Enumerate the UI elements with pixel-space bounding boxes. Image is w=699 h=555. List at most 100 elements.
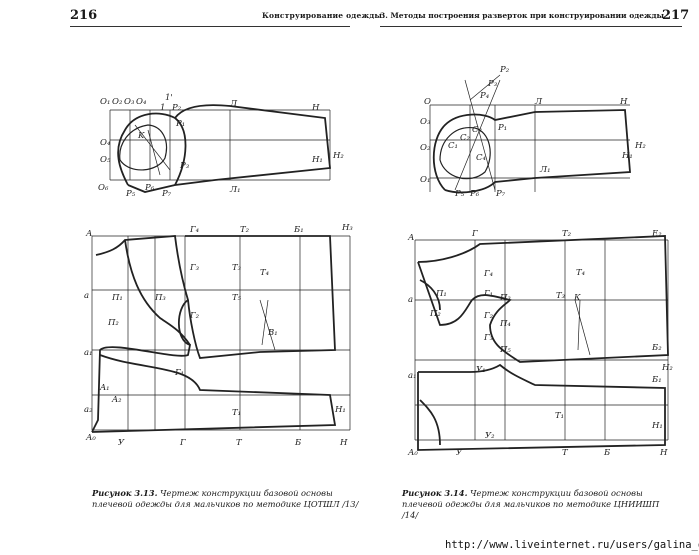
left-caption-label: Рисунок 3.13. [92,488,158,498]
rlbl-t1: Т₁ [555,411,564,421]
rlbl-t: Т [562,448,569,458]
rlbl-n2: Н₂ [634,141,646,151]
lbl-a2-small: a₂ [84,405,93,415]
lbl-o4b: O₄ [100,138,111,148]
rlbl-p2: P₂ [499,65,510,75]
rlbl-g4: Г₄ [483,269,494,279]
lbl-p3: P₃ [179,161,190,171]
rlbl-a0: А₀ [407,448,418,458]
rlbl-g1: Г₁ [483,289,493,299]
rlbl-o1: O₁ [420,175,430,185]
lbl-h2: H₂ [332,151,344,161]
rlbl-o: O [424,97,431,107]
right-page-number: 217 [662,8,690,23]
right-caption-label: Рисунок 3.14. [402,488,468,498]
rlbl-p1: П₁ [435,289,447,299]
right-figure-caption: Рисунок 3.14. Чертеж конструкции базовой… [402,488,672,521]
rlbl-a-small: a [408,295,413,305]
lbl-o3: O₃ [124,97,135,107]
source-url[interactable]: http://www.liveinternet.ru/users/galina_… [445,539,699,551]
rlbl-g3: Г₃ [483,333,494,343]
left-page-number: 216 [70,8,98,23]
rlbl-p1: P₁ [497,123,507,133]
lbl-o6: O₆ [98,183,109,193]
rlbl-p5: P₅ [454,189,465,199]
rlbl-u1: У₁ [476,365,486,375]
lbl-a-small: a [84,291,89,301]
rlbl-g: Г [471,229,478,239]
right-running-title: 3. Методы построения разверток при конст… [380,11,665,20]
lbl-h3: Н₃ [341,223,353,233]
lbl-g: Г [179,438,186,448]
rlbl-p4: П₄ [499,319,511,329]
lbl-l1: Л₁ [229,185,241,195]
rlbl-b2: Б₂ [651,343,662,353]
lbl-p1-body: П₁ [111,293,123,303]
rlbl-n1: Н₁ [621,151,633,161]
lbl-p7: P₇ [161,189,172,199]
rlbl-c4: C₄ [476,153,487,163]
rlbl-l1: Л₁ [539,165,551,175]
rlbl-p7: P₇ [495,189,506,199]
right-body-draft [414,235,669,451]
lbl-t: T [236,438,243,448]
lbl-k: K [137,131,145,141]
rlbl-c2: C₂ [460,133,471,143]
rlbl-b1: Б₁ [651,375,662,385]
lbl-1p: 1' [165,93,173,103]
lbl-n: Н [311,103,320,113]
lbl-p1: P₁ [175,119,185,129]
left-sleeve-draft [109,104,331,193]
rlbl-p6: P₆ [469,189,480,199]
rlbl-p3: P₃ [487,79,498,89]
rlbl-b: Б [603,448,611,458]
rlbl-n2: Н₂ [661,363,673,373]
lbl-t5: Т₅ [232,293,242,303]
lbl-u: У [118,438,125,448]
lbl-v1: В₁ [267,328,278,338]
lbl-h1-body: Н₁ [334,405,346,415]
lbl-p6: P₆ [144,183,155,193]
rlbl-p5: П₅ [499,345,511,355]
rlbl-k: К [573,293,581,303]
left-figure-caption: Рисунок 3.13. Чертеж конструкции базовой… [92,488,362,510]
left-body-draft [91,235,351,433]
lbl-n-body: Н [339,438,348,448]
lbl-h1: H₁ [311,155,323,165]
rlbl-l: Л [534,97,543,107]
left-running-title: Конструирование одежды [262,11,383,20]
lbl-o5: O₅ [100,155,111,165]
rlbl-o2: O₂ [420,143,431,153]
rlbl-p3: П₃ [499,293,511,303]
lbl-t3: Т₃ [232,263,242,273]
right-caption-text: Чертеж конструкции базовой основы плечев… [402,488,660,520]
rlbl-u: У [456,448,463,458]
rlbl-a1-small: a₁ [408,371,416,381]
rlbl-g2: Г₂ [483,311,494,321]
rlbl-p2: П₂ [429,309,441,319]
lbl-1: 1 [160,103,165,113]
right-sleeve-draft [429,74,631,194]
rlbl-n1: Н₁ [651,421,663,431]
rlbl-u2: У₂ [485,431,495,441]
left-caption-text: Чертеж конструкции базовой основы плечев… [92,488,359,509]
left-point-labels: O₁ O₂ O₃ O₄ 1 1' P₂ Л Н K O₄ O₅ O₆ P₁ P₃… [84,93,353,448]
lbl-o4: O₄ [136,97,147,107]
lbl-a2: A₂ [111,395,122,405]
left-header-rule [70,26,350,27]
lbl-p2-body: П₂ [107,318,119,328]
rlbl-t2: Т₂ [562,229,572,239]
rlbl-t3: Т₃ [556,291,566,301]
lbl-a0: А₀ [85,433,96,443]
lbl-a1-small: a₁ [84,348,92,358]
lbl-t1: Т₁ [232,408,241,418]
lbl-g4: Г₄ [189,225,200,235]
lbl-g1: Г₁ [174,368,184,378]
lbl-t4: Т₄ [260,268,270,278]
rlbl-n: Н [659,448,668,458]
right-header-rule [380,26,682,27]
rlbl-c1: C₁ [448,141,458,151]
lbl-p2: P₂ [171,103,182,113]
rlbl-n: Н [619,97,628,107]
lbl-l: Л [229,99,238,109]
